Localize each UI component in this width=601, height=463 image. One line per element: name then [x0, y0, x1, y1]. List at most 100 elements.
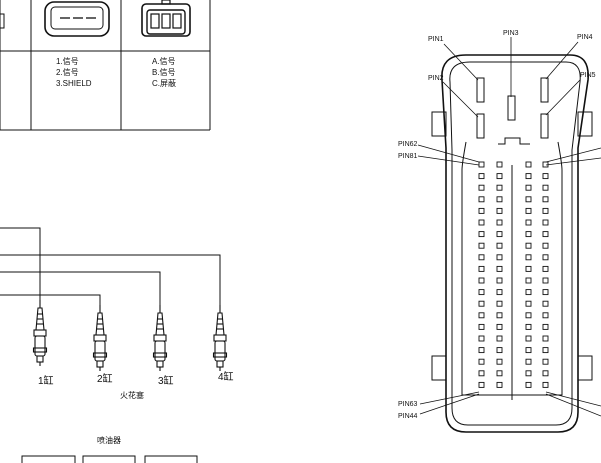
connector-pin	[478, 358, 485, 365]
connector-pin	[496, 265, 503, 272]
connector-pin	[542, 300, 549, 307]
connector-pin	[496, 173, 503, 180]
connector-pin	[496, 358, 503, 365]
connector-pin	[478, 312, 485, 319]
connector-pin	[478, 184, 485, 191]
pin-label-2: PIN2	[428, 75, 444, 82]
spark-plug-icon	[152, 305, 168, 371]
connector-pin	[496, 184, 503, 191]
connector-pin	[478, 289, 485, 296]
connector-pin	[478, 347, 485, 354]
connector-pin	[542, 242, 549, 249]
pin-label-62: PIN62	[398, 141, 418, 148]
connector-pin	[478, 242, 485, 249]
connector-pin	[542, 277, 549, 284]
connector-pin	[525, 358, 532, 365]
connector-pin	[542, 358, 549, 365]
connector-pin	[478, 381, 485, 388]
spark-plug-icon	[212, 305, 228, 371]
connector-pin	[478, 254, 485, 261]
connector-pin	[542, 219, 549, 226]
pin-desc-b: B.信号	[152, 67, 176, 77]
connector-pin	[496, 289, 503, 296]
connector-pin	[542, 196, 549, 203]
pin-desc-a: A.信号	[152, 56, 176, 66]
connector-pin	[542, 173, 549, 180]
connector-pin	[542, 254, 549, 261]
connector-pin	[542, 335, 549, 342]
connector-pin	[525, 381, 532, 388]
connector-pin	[496, 335, 503, 342]
connector-pin	[525, 196, 532, 203]
pin-label-4: PIN4	[577, 34, 593, 41]
connector-pin	[478, 300, 485, 307]
sensor-label-1: 1缸	[38, 374, 54, 387]
connector-pin	[496, 312, 503, 319]
connector-pin	[496, 231, 503, 238]
connector-pin	[478, 219, 485, 226]
connector-pin	[496, 254, 503, 261]
connector-pin	[542, 312, 549, 319]
connector-pin	[525, 277, 532, 284]
connector-pin	[525, 184, 532, 191]
connector-pin	[525, 161, 532, 168]
sensor-caption: 火花塞	[120, 390, 144, 400]
connector-pin	[478, 265, 485, 272]
connector-pin	[525, 173, 532, 180]
connector-pin	[478, 161, 485, 168]
three-pin-plug-icon	[44, 1, 110, 37]
connector-pin	[478, 277, 485, 284]
connector-pin	[478, 323, 485, 330]
spark-plug-icon	[92, 305, 108, 371]
sensor-label-4: 4缸	[218, 370, 234, 383]
connector-table: 1.信号 2.信号 3.SHIELD A.信号 B.信号 C.屏蔽	[0, 0, 211, 131]
connector-pin	[525, 300, 532, 307]
connector-pin	[525, 265, 532, 272]
connector-pin	[478, 196, 485, 203]
connector-pin	[496, 207, 503, 214]
sensor-label-2: 2缸	[97, 372, 113, 385]
sensor-group	[32, 300, 228, 371]
connector-pin	[542, 265, 549, 272]
pin-leaders	[417, 37, 601, 417]
connector-pin	[542, 323, 549, 330]
connector-pin	[525, 207, 532, 214]
connector-pin	[525, 323, 532, 330]
connector-pin	[496, 219, 503, 226]
connector-pin	[542, 207, 549, 214]
connector-pin	[478, 231, 485, 238]
connector-pin	[496, 381, 503, 388]
pin-desc-2: 2.信号	[56, 67, 79, 77]
pin-label-63: PIN63	[398, 401, 418, 408]
connector-pin	[478, 207, 485, 214]
connector-pin	[496, 323, 503, 330]
connector-pin	[525, 219, 532, 226]
connector-pin	[496, 196, 503, 203]
connector-pin	[542, 231, 549, 238]
connector-pin	[478, 335, 485, 342]
connector-pin	[478, 173, 485, 180]
ecu-connector	[431, 54, 593, 433]
box-title: 喷油器	[97, 435, 121, 445]
connector-pin	[525, 231, 532, 238]
connector-pin	[525, 312, 532, 319]
spark-plug-icon	[32, 300, 48, 366]
pin-grid	[478, 161, 549, 388]
pin-label-44: PIN44	[398, 413, 418, 420]
connector-pin	[542, 370, 549, 377]
connector-pin	[542, 289, 549, 296]
pin-label-3: PIN3	[503, 30, 519, 37]
pin-desc-c: C.屏蔽	[152, 78, 176, 88]
connector-pin	[496, 161, 503, 168]
connector-pin	[525, 370, 532, 377]
connector-pin	[525, 335, 532, 342]
sensor-wiring	[0, 227, 221, 305]
pin-label-81: PIN81	[398, 153, 418, 160]
pin-desc-3: 3.SHIELD	[56, 79, 92, 88]
connector-pin	[496, 242, 503, 249]
pin-label-5: PIN5	[580, 72, 596, 79]
sensor-label-3: 3缸	[158, 374, 174, 387]
connector-pin	[478, 370, 485, 377]
connector-pin	[496, 370, 503, 377]
